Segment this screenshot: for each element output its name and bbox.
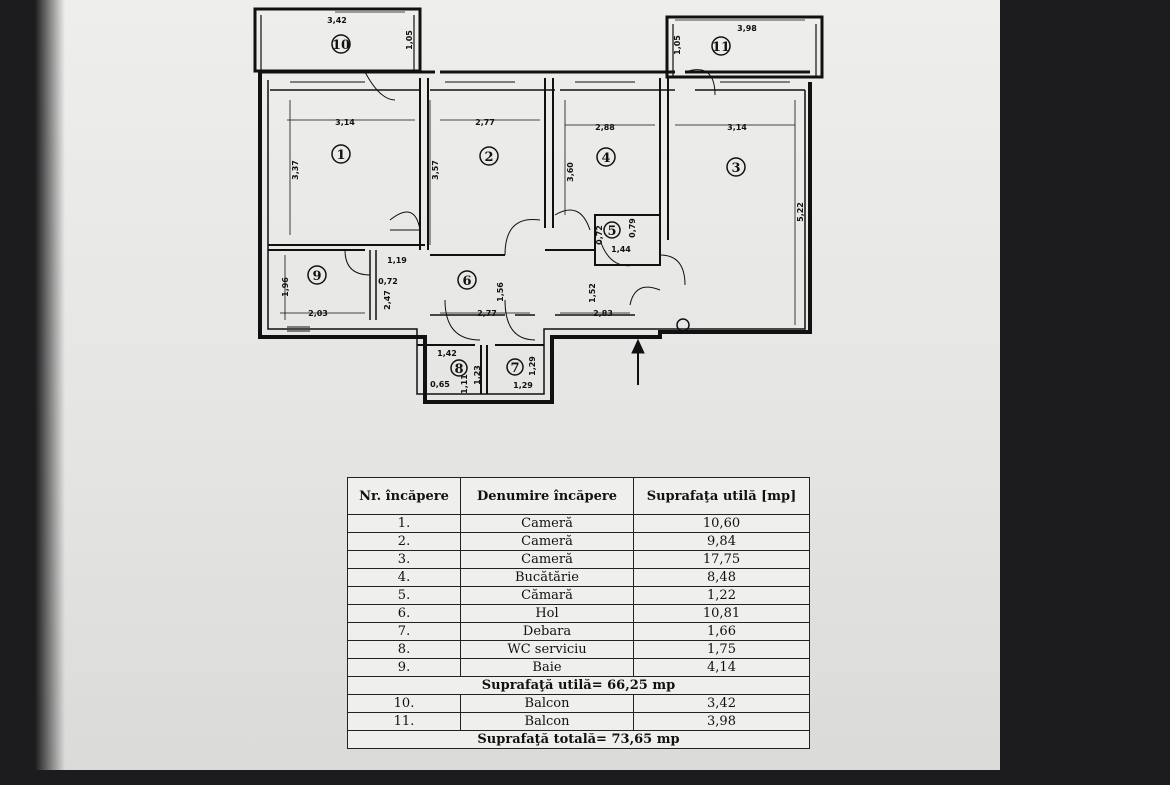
table-header-row: Nr. încăpere Denumire încăpere Suprafaţa… <box>347 477 810 515</box>
dim-hall-width: 2,77 <box>477 309 497 318</box>
dim-room-8-side: 1,23 <box>473 365 482 385</box>
dim-hall-right-height: 1,52 <box>588 283 597 303</box>
row-nr: 11. <box>347 712 461 731</box>
dim-room-7-width: 1,29 <box>513 381 533 390</box>
dim-room-2-height: 3,57 <box>431 160 440 180</box>
paper-sheet: 10 11 1 2 4 3 5 6 9 8 7 3,42 3,98 3,14 2… <box>35 0 1000 785</box>
dim-balcony-10: 3,42 <box>327 16 347 25</box>
dim-room-3-height: 5,22 <box>796 202 805 222</box>
dim-room-5-width: 1,44 <box>611 245 631 254</box>
row-area: 3,42 <box>633 694 810 713</box>
dim-room-7-height: 1,29 <box>528 356 537 376</box>
dim-wc-height: 1,11 <box>460 374 469 394</box>
room-number-8: 8 <box>454 362 463 377</box>
dim-room-2-width: 2,77 <box>475 118 495 127</box>
room-number-3: 3 <box>731 161 740 176</box>
dim-balcony-10-side: 1,05 <box>405 30 414 50</box>
row-name: WC serviciu <box>460 640 634 659</box>
row-nr: 7. <box>347 622 461 641</box>
dim-room-4-height: 3,60 <box>566 162 575 182</box>
room-number-6: 6 <box>462 274 471 289</box>
row-area: 10,60 <box>633 514 810 533</box>
room-number-9: 9 <box>312 269 321 284</box>
row-area: 10,81 <box>633 604 810 623</box>
row-nr: 8. <box>347 640 461 659</box>
screen-bezel <box>0 770 1170 785</box>
dim-room-5-a: 0,72 <box>595 225 604 245</box>
dim-hall-right-width: 2,83 <box>593 309 613 318</box>
room-number-1: 1 <box>336 148 345 163</box>
room-number-10: 10 <box>332 38 350 53</box>
row-name: Hol <box>460 604 634 623</box>
row-area: 4,14 <box>633 658 810 677</box>
dim-hall-height: 1,56 <box>496 282 505 302</box>
row-name: Cameră <box>460 514 634 533</box>
dim-room-9-height: 1,96 <box>281 277 290 297</box>
dim-room-1-height: 3,37 <box>291 160 300 180</box>
dim-balcony-11: 3,98 <box>737 24 757 33</box>
row-name: Balcon <box>460 712 634 731</box>
row-nr: 5. <box>347 586 461 605</box>
dim-room-9-width: 2,03 <box>308 309 328 318</box>
dim-hall-small: 1,19 <box>387 256 407 265</box>
row-nr: 9. <box>347 658 461 677</box>
page-shadow <box>35 0 65 785</box>
row-area: 9,84 <box>633 532 810 551</box>
row-area: 1,66 <box>633 622 810 641</box>
grand-total-row: Suprafaţă totală= 73,65 mp <box>347 730 810 749</box>
row-name: Bucătărie <box>460 568 634 587</box>
useful-area-total-row: Suprafaţă utilă= 66,25 mp <box>347 676 810 695</box>
dim-room-3-width: 3,14 <box>727 123 747 132</box>
row-area: 1,75 <box>633 640 810 659</box>
room-number-7: 7 <box>510 361 519 376</box>
row-name: Cameră <box>460 532 634 551</box>
row-name: Cămară <box>460 586 634 605</box>
header-area: Suprafaţa utilă [mp] <box>633 477 810 515</box>
row-nr: 1. <box>347 514 461 533</box>
dim-room-1-width: 3,14 <box>335 118 355 127</box>
dim-wc-small: 0,65 <box>430 380 450 389</box>
row-nr: 6. <box>347 604 461 623</box>
dim-room-5-b: 0,79 <box>628 218 637 238</box>
row-name: Cameră <box>460 550 634 569</box>
floor-plan: 10 11 1 2 4 3 5 6 9 8 7 3,42 3,98 3,14 2… <box>253 7 824 404</box>
room-number-11: 11 <box>712 40 730 55</box>
header-room-name: Denumire încăpere <box>460 477 634 515</box>
row-name: Baie <box>460 658 634 677</box>
room-number-4: 4 <box>601 151 610 166</box>
dim-balcony-11-side: 1,05 <box>673 35 682 55</box>
row-name: Debara <box>460 622 634 641</box>
useful-area-total: Suprafaţă utilă= 66,25 mp <box>347 676 810 695</box>
dim-closet-b: 2,47 <box>383 290 392 310</box>
room-area-table: Nr. încăpere Denumire încăpere Suprafaţa… <box>347 477 810 749</box>
dim-room-8-width: 1,42 <box>437 349 457 358</box>
row-nr: 2. <box>347 532 461 551</box>
header-room-number: Nr. încăpere <box>347 477 461 515</box>
dim-room-4-width: 2,88 <box>595 123 615 132</box>
room-number-2: 2 <box>484 150 493 165</box>
row-nr: 10. <box>347 694 461 713</box>
room-number-5: 5 <box>607 224 616 239</box>
row-nr: 3. <box>347 550 461 569</box>
row-area: 8,48 <box>633 568 810 587</box>
grand-total: Suprafaţă totală= 73,65 mp <box>347 730 810 749</box>
row-area: 1,22 <box>633 586 810 605</box>
row-area: 3,98 <box>633 712 810 731</box>
row-name: Balcon <box>460 694 634 713</box>
row-nr: 4. <box>347 568 461 587</box>
dim-closet-a: 0,72 <box>378 277 398 286</box>
row-area: 17,75 <box>633 550 810 569</box>
